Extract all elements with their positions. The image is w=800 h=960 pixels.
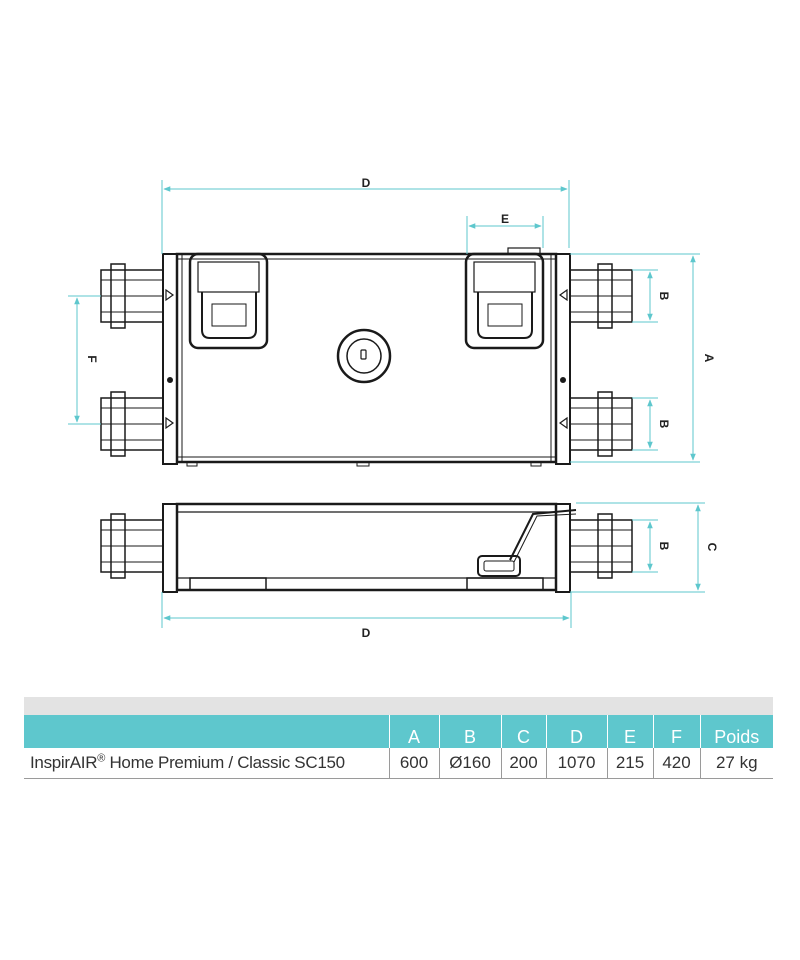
model-name: InspirAIR® Home Premium / Classic SC150	[24, 748, 389, 779]
value-c: 200	[500, 748, 546, 779]
value-f: 420	[652, 748, 700, 779]
dimension-label-b-lower: B	[657, 420, 671, 429]
dimension-lines	[68, 180, 705, 628]
table-header-row: A B C D E F Poids	[24, 715, 773, 748]
table-row: InspirAIR® Home Premium / Classic SC150 …	[24, 748, 773, 779]
header-a: A	[388, 715, 439, 748]
trademark-symbol: ®	[97, 752, 106, 765]
table-top-band	[24, 697, 773, 715]
header-e: E	[606, 715, 653, 748]
dimension-label-f: F	[85, 355, 99, 362]
value-a: 600	[388, 748, 439, 779]
header-c: C	[500, 715, 546, 748]
header-d: D	[545, 715, 607, 748]
dimension-label-d-top: D	[362, 176, 371, 190]
value-d: 1070	[545, 748, 607, 779]
model-name-suffix: Home Premium / Classic SC150	[105, 753, 345, 772]
value-b: Ø160	[438, 748, 501, 779]
duct-connectors-top	[100, 263, 633, 457]
technical-drawing: D E F A B B B C D	[68, 176, 719, 640]
header-b: B	[438, 715, 501, 748]
dimension-label-e: E	[501, 212, 509, 226]
value-e: 215	[606, 748, 653, 779]
dimension-text: D E F A B B B C D	[85, 176, 719, 640]
header-f: F	[652, 715, 700, 748]
value-poids: 27 kg	[699, 748, 773, 779]
side-view	[162, 502, 577, 593]
top-view	[162, 247, 571, 467]
dimension-label-b-side: B	[657, 542, 671, 551]
spec-table: A B C D E F Poids InspirAIR® Home Premiu…	[24, 697, 773, 779]
model-name-prefix: InspirAIR	[30, 753, 98, 772]
header-blank	[24, 715, 389, 748]
dimension-label-a: A	[702, 354, 716, 363]
dimension-label-c: C	[705, 543, 719, 552]
header-poids: Poids	[699, 715, 773, 748]
dimension-label-d-bottom: D	[362, 626, 371, 640]
duct-connectors-side	[100, 513, 633, 579]
dimension-label-b-upper: B	[657, 292, 671, 301]
